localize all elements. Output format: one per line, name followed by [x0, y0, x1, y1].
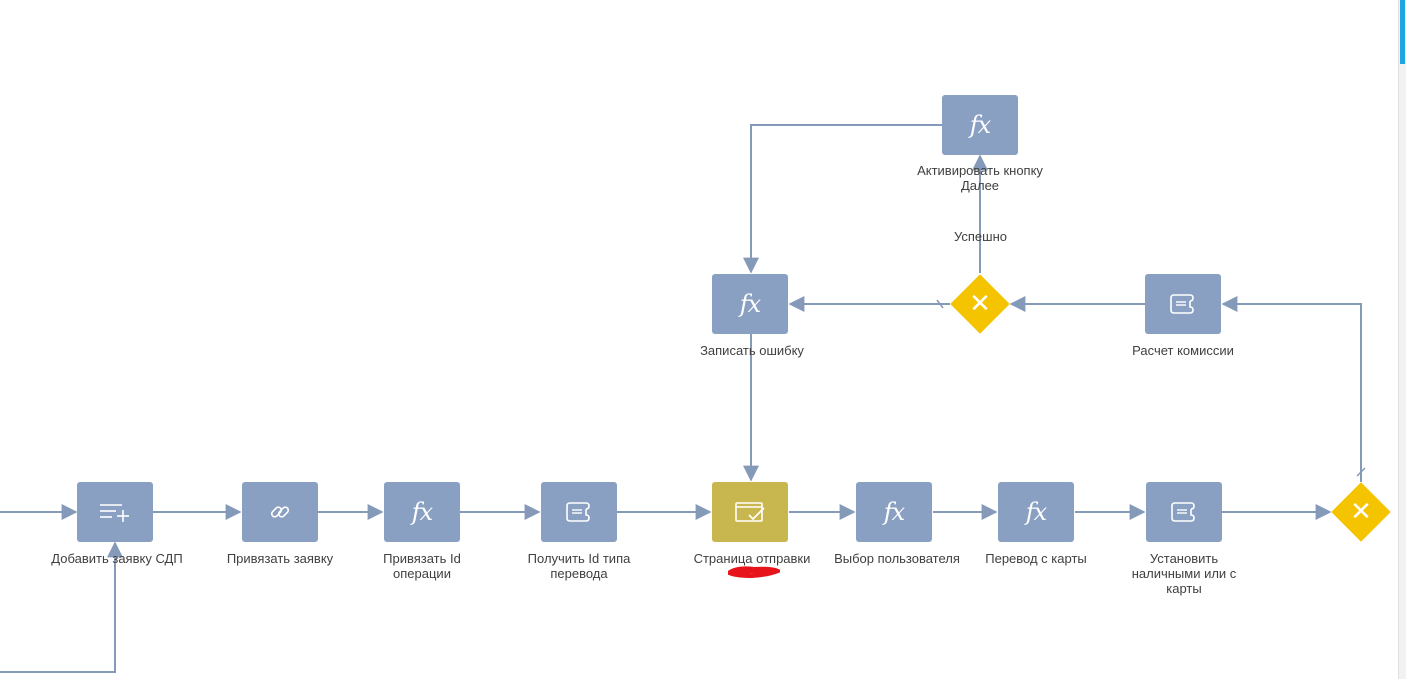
task-record-error[interactable]: fx — [712, 274, 788, 334]
task-link-operation[interactable]: fx — [384, 482, 460, 542]
task-add-request-label: Добавить заявку СДП — [51, 551, 183, 566]
task-send-page[interactable] — [712, 482, 788, 542]
task-send-page-label: Страница отправки — [693, 551, 811, 566]
red-scribble-mark — [728, 566, 780, 578]
fx-icon: fx — [739, 290, 761, 318]
task-select-user[interactable]: fx — [856, 482, 932, 542]
task-activate-next[interactable]: fx — [942, 95, 1018, 155]
flow-return-bottom[interactable] — [0, 541, 123, 673]
task-select-user-label: Выбор пользователя — [834, 551, 960, 566]
task-set-cash-card[interactable] — [1146, 482, 1222, 542]
script-icon — [566, 501, 592, 523]
script-icon — [1170, 293, 1196, 315]
task-card-transfer-label: Перевод с карты — [985, 551, 1087, 566]
script-icon — [1171, 501, 1197, 523]
flow-label-success: Успешно — [954, 229, 1007, 244]
flow-gateway-to-commission[interactable] — [1221, 296, 1362, 482]
task-get-type-label: Получить Id типа перевода — [527, 551, 631, 581]
task-get-type[interactable] — [541, 482, 617, 542]
task-link-operation-label: Привязать Id операции — [383, 551, 461, 581]
task-commission[interactable] — [1145, 274, 1221, 334]
fx-icon: fx — [411, 498, 433, 526]
task-link-request[interactable] — [242, 482, 318, 542]
task-commission-label: Расчет комиссии — [1132, 343, 1234, 358]
task-card-transfer[interactable]: fx — [998, 482, 1074, 542]
fx-icon: fx — [1025, 498, 1047, 526]
task-add-request[interactable] — [77, 482, 153, 542]
vertical-scrollbar[interactable] — [1398, 0, 1406, 679]
task-link-request-label: Привязать заявку — [226, 551, 334, 566]
task-set-cash-card-label: Установить наличными или с карты — [1131, 551, 1237, 596]
add-record-icon — [98, 501, 132, 523]
task-activate-next-label: Активировать кнопку Далее — [917, 163, 1043, 193]
link-icon — [268, 500, 292, 524]
flow-activate-to-error[interactable] — [743, 124, 942, 274]
fx-icon: fx — [883, 498, 905, 526]
task-record-error-label: Записать ошибку — [700, 343, 804, 358]
scrollbar-thumb[interactable] — [1400, 0, 1405, 64]
page-icon — [734, 500, 766, 524]
fx-icon: fx — [969, 111, 991, 139]
